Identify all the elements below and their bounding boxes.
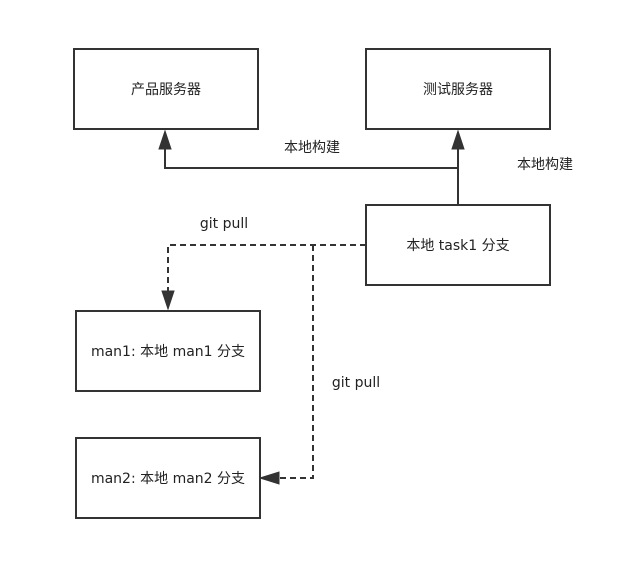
- edge-task1-to-product-server: [164, 146, 458, 169]
- node-product-server: 产品服务器: [73, 48, 259, 130]
- node-man2-label: man2: 本地 man2 分支: [91, 471, 245, 487]
- edge-task1-to-man1: [167, 244, 366, 293]
- node-local-task1-label: 本地 task1 分支: [406, 238, 509, 254]
- node-man2: man2: 本地 man2 分支: [75, 437, 261, 519]
- arrowhead-man2: [258, 471, 280, 485]
- node-man1: man1: 本地 man1 分支: [75, 310, 261, 392]
- arrowhead-man1: [161, 290, 175, 311]
- edge-label-build-product: 本地构建: [284, 140, 340, 156]
- arrowhead-product-server: [158, 129, 172, 150]
- edge-label-pull-man2: git pull: [332, 375, 380, 391]
- edge-label-build-test: 本地构建: [517, 157, 573, 173]
- node-test-server-label: 测试服务器: [423, 82, 493, 98]
- arrowhead-test-server: [451, 129, 465, 150]
- edge-task1-to-man2: [277, 245, 314, 479]
- node-local-task1: 本地 task1 分支: [365, 204, 551, 286]
- node-product-server-label: 产品服务器: [131, 82, 201, 98]
- edge-label-pull-man1: git pull: [200, 216, 248, 232]
- node-test-server: 测试服务器: [365, 48, 551, 130]
- node-man1-label: man1: 本地 man1 分支: [91, 344, 245, 360]
